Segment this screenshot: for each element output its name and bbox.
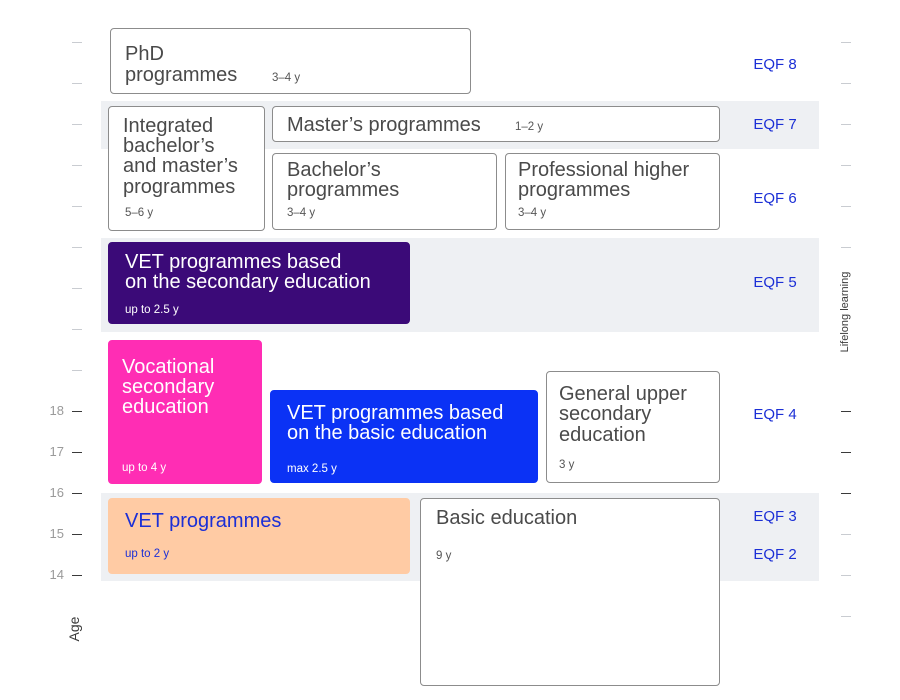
general-upper-duration: 3 y: [559, 459, 575, 471]
integrated-programmes-box[interactable]: Integrated bachelor’s and master’s progr…: [108, 106, 265, 231]
vet-basic-title-line1: VET programmes based: [287, 402, 504, 424]
lifelong-tick: [841, 616, 851, 617]
general-upper-title-line3: education: [559, 424, 646, 446]
vet-programmes-duration: up to 2 y: [125, 548, 170, 560]
professional-higher-duration: 3–4 y: [518, 207, 547, 219]
vet-programmes-box[interactable]: VET programmes up to 2 y: [108, 498, 410, 574]
vet-basic-title-line2: on the basic education: [287, 422, 488, 444]
age-tick: [72, 534, 82, 535]
age-tick: [72, 124, 82, 125]
lifelong-tick: [841, 165, 851, 166]
basic-education-title: Basic education: [436, 507, 578, 529]
age-tick: [72, 42, 82, 43]
eqf-6-label: EQF 6: [753, 190, 797, 207]
age-label-16: 16: [49, 485, 64, 500]
bachelors-title-line1: Bachelor’s: [287, 159, 381, 181]
eqf-3-label: EQF 3: [753, 508, 797, 525]
professional-higher-title-line2: programmes: [518, 179, 631, 201]
masters-programmes-box[interactable]: Master’s programmes 1–2 y: [272, 106, 720, 142]
vocational-title-line1: Vocational: [122, 356, 215, 378]
lifelong-tick: [841, 247, 851, 248]
professional-higher-programmes-box[interactable]: Professional higher programmes 3–4 y: [505, 153, 720, 230]
lifelong-tick: [841, 42, 851, 43]
age-tick: [72, 288, 82, 289]
age-label-17: 17: [49, 444, 64, 459]
lifelong-tick: [841, 493, 851, 494]
phd-title-line2: programmes: [125, 64, 238, 86]
age-tick: [72, 329, 82, 330]
integrated-duration: 5–6 y: [125, 207, 154, 219]
age-label-18: 18: [49, 403, 64, 418]
lifelong-tick: [841, 206, 851, 207]
vet-secondary-title-line2: on the secondary education: [125, 271, 371, 293]
eqf-5-label: EQF 5: [753, 274, 797, 291]
lifelong-tick: [841, 411, 851, 412]
age-tick: [72, 493, 82, 494]
vet-basic-based-box[interactable]: VET programmes based on the basic educat…: [270, 390, 538, 483]
phd-title-line1: PhD: [125, 43, 164, 65]
vet-secondary-duration: up to 2.5 y: [125, 304, 179, 316]
general-upper-title-line1: General upper: [559, 383, 687, 405]
vet-secondary-based-box[interactable]: VET programmes based on the secondary ed…: [108, 242, 410, 324]
lifelong-tick: [841, 124, 851, 125]
general-upper-title-line2: secondary: [559, 403, 652, 425]
bachelors-duration: 3–4 y: [287, 207, 316, 219]
eqf-7-label: EQF 7: [753, 116, 797, 133]
age-label-14: 14: [49, 567, 64, 582]
bachelors-title-line2: programmes: [287, 179, 400, 201]
general-upper-secondary-box[interactable]: General upper secondary education 3 y: [546, 371, 720, 483]
eqf-4-label: EQF 4: [753, 406, 797, 423]
lifelong-tick: [841, 452, 851, 453]
phd-programmes-box[interactable]: PhD programmes 3–4 y: [110, 28, 471, 94]
integrated-title-line3: and master’s: [123, 155, 238, 177]
vocational-title-line2: secondary: [122, 376, 215, 398]
age-tick: [72, 452, 82, 453]
age-label-15: 15: [49, 526, 64, 541]
integrated-title-line4: programmes: [123, 176, 236, 198]
lifelong-tick: [841, 534, 851, 535]
vocational-duration: up to 4 y: [122, 462, 167, 474]
age-tick: [72, 83, 82, 84]
age-tick: [72, 575, 82, 576]
lifelong-tick: [841, 83, 851, 84]
vet-programmes-title: VET programmes: [125, 510, 282, 532]
age-tick: [72, 165, 82, 166]
masters-title: Master’s programmes: [287, 114, 481, 136]
age-tick: [72, 411, 82, 412]
age-tick: [72, 247, 82, 248]
phd-duration: 3–4 y: [272, 72, 301, 84]
age-tick: [72, 206, 82, 207]
masters-duration: 1–2 y: [515, 121, 544, 133]
age-axis-title: Age: [66, 616, 82, 642]
eqf-8-label: EQF 8: [753, 56, 797, 73]
lifelong-tick: [841, 575, 851, 576]
integrated-title-line2: bachelor’s: [123, 135, 215, 157]
age-tick: [72, 370, 82, 371]
basic-education-box[interactable]: Basic education 9 y: [420, 498, 720, 686]
integrated-title-line1: Integrated: [123, 115, 214, 137]
basic-education-duration: 9 y: [436, 550, 452, 562]
vet-basic-duration: max 2.5 y: [287, 463, 337, 475]
vocational-secondary-box[interactable]: Vocational secondary education up to 4 y: [108, 340, 262, 484]
eqf-2-label: EQF 2: [753, 546, 797, 563]
lifelong-learning-label: Lifelong learning: [839, 271, 851, 353]
vocational-title-line3: education: [122, 396, 209, 418]
bachelors-programmes-box[interactable]: Bachelor’s programmes 3–4 y: [272, 153, 497, 230]
vet-secondary-title-line1: VET programmes based: [125, 251, 342, 273]
professional-higher-title-line1: Professional higher: [518, 159, 690, 181]
